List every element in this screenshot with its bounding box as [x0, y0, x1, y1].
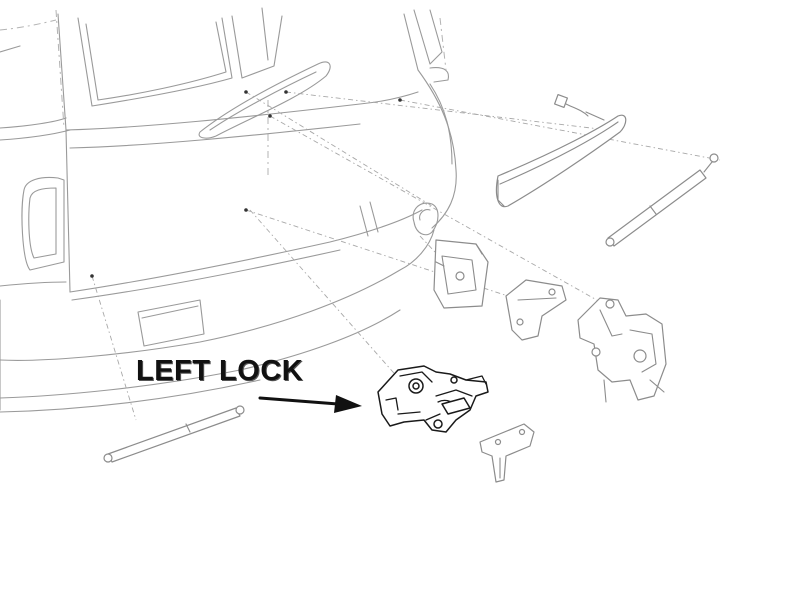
striker	[505, 279, 567, 341]
latch-bracket	[433, 239, 489, 309]
left-lock-assembly	[377, 365, 489, 433]
arrow-right-icon	[258, 395, 362, 413]
gas-strut-left	[103, 405, 245, 463]
vehicle-rear-outline	[0, 7, 457, 413]
gas-strut-right	[605, 153, 719, 247]
left-lock-label: LEFT LOCK	[136, 355, 304, 387]
outside-handle	[495, 93, 627, 208]
lower-striker-plate	[479, 423, 535, 483]
right-lock-assembly	[577, 297, 667, 403]
